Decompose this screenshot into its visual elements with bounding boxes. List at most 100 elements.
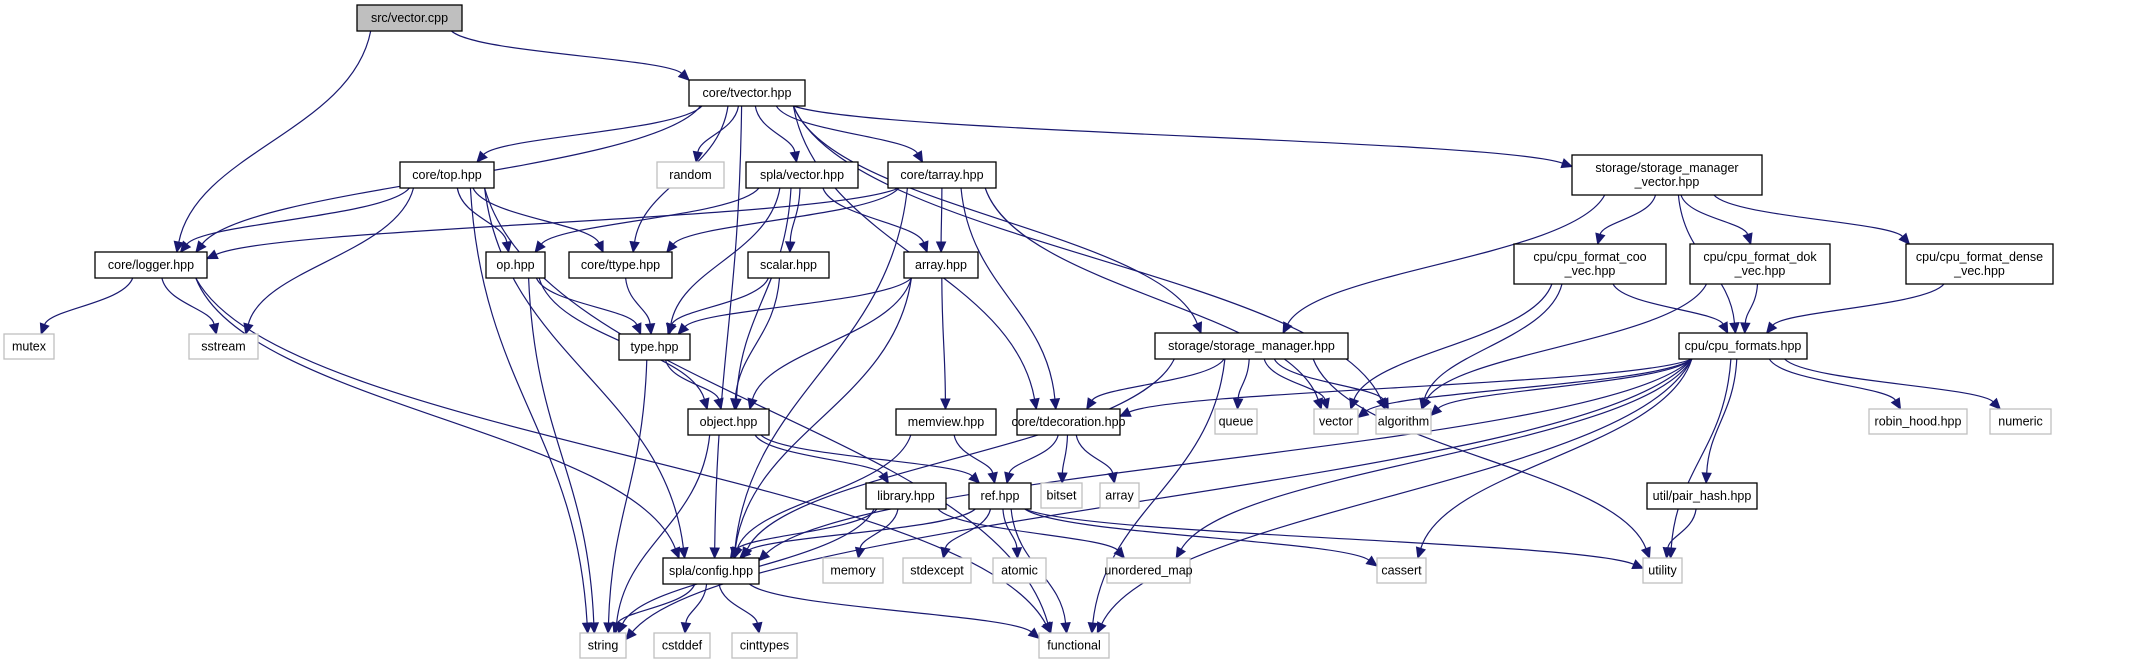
node-op[interactable]: op.hpp xyxy=(485,251,546,279)
arrowhead-icon xyxy=(747,397,758,411)
arrowhead-icon xyxy=(752,621,763,635)
node-box[interactable] xyxy=(618,333,691,361)
node-box xyxy=(1214,408,1258,435)
node-box[interactable] xyxy=(968,482,1032,510)
node-vector-cpp[interactable]: src/vector.cpp xyxy=(356,4,463,32)
node-coo[interactable]: cpu/cpu_format_coo_vec.hpp xyxy=(1513,243,1667,285)
node-smv[interactable]: storage/storage_manager_vector.hpp xyxy=(1571,154,1763,196)
edge-coo-to-algorithm xyxy=(1423,283,1563,400)
node-label: queue xyxy=(1219,415,1254,429)
node-box xyxy=(579,632,627,659)
arrowhead-icon xyxy=(677,69,690,81)
node-array-std: array xyxy=(1099,482,1140,509)
node-box[interactable] xyxy=(687,408,770,436)
node-memory: memory xyxy=(822,557,884,584)
node-algorithm: algorithm xyxy=(1375,408,1432,435)
node-box[interactable] xyxy=(1154,332,1349,360)
node-box xyxy=(653,632,711,659)
node-stdexcept: stdexcept xyxy=(902,557,972,584)
node-object[interactable]: object.hpp xyxy=(687,408,770,436)
edge-sm-to-queue xyxy=(1237,358,1250,400)
node-pair-hash[interactable]: util/pair_hash.hpp xyxy=(1646,482,1758,510)
node-library[interactable]: library.hpp xyxy=(865,482,947,510)
node-box[interactable] xyxy=(887,161,997,189)
edge-top-to-op xyxy=(456,187,508,243)
node-type[interactable]: type.hpp xyxy=(618,333,691,361)
node-box[interactable] xyxy=(1689,243,1831,285)
edge-smv-to-coo xyxy=(1599,194,1657,235)
node-box[interactable] xyxy=(1513,243,1667,285)
node-box[interactable] xyxy=(662,557,760,585)
node-tvector[interactable]: core/tvector.hpp xyxy=(688,79,806,107)
node-cpu-formats[interactable]: cpu/cpu_formats.hpp xyxy=(1678,332,1808,360)
node-logger[interactable]: core/logger.hpp xyxy=(94,251,208,279)
arrowhead-icon xyxy=(1192,321,1203,335)
node-box[interactable] xyxy=(1905,243,2054,285)
node-label: core/tarray.hpp xyxy=(900,168,983,182)
edge-sm-to-algorithm xyxy=(1273,358,1385,401)
node-box[interactable] xyxy=(903,251,979,279)
arrowhead-icon xyxy=(709,547,720,560)
node-box[interactable] xyxy=(485,251,546,279)
edge-tarray-to-array_hpp xyxy=(940,187,943,243)
arrowhead-icon xyxy=(1742,232,1753,246)
node-box[interactable] xyxy=(747,251,830,279)
node-box[interactable] xyxy=(745,161,859,189)
node-array-hpp[interactable]: array.hpp xyxy=(903,251,979,279)
node-tdecoration[interactable]: core/tdecoration.hpp xyxy=(1012,408,1126,436)
node-label: cassert xyxy=(1381,564,1422,578)
edge-cpu_formats-to-vector xyxy=(1365,358,1693,412)
edge-library-to-unordered_map xyxy=(937,508,1119,551)
node-box[interactable] xyxy=(399,161,495,189)
arrowhead-icon xyxy=(179,240,192,253)
edge-scalar-to-object xyxy=(734,277,781,400)
node-box[interactable] xyxy=(865,482,947,510)
node-box[interactable] xyxy=(1678,332,1808,360)
node-box[interactable] xyxy=(1571,154,1763,196)
edge-sm-to-utility xyxy=(1312,358,1647,549)
node-box xyxy=(1376,557,1427,584)
node-dense[interactable]: cpu/cpu_format_dense_vec.hpp xyxy=(1905,243,2054,285)
edge-cpu_formats-to-string xyxy=(632,358,1693,633)
arrowhead-icon xyxy=(612,621,623,635)
arrowhead-icon xyxy=(1282,321,1293,335)
node-box[interactable] xyxy=(895,408,997,436)
node-box[interactable] xyxy=(1016,408,1121,436)
edge-spla_vector-to-op xyxy=(540,187,760,245)
node-ref[interactable]: ref.hpp xyxy=(968,482,1032,510)
arrowhead-icon xyxy=(1004,471,1015,485)
arrowhead-icon xyxy=(699,397,710,411)
node-ttype[interactable]: core/ttype.hpp xyxy=(568,251,673,279)
arrowhead-icon xyxy=(1430,404,1443,417)
arrowhead-icon xyxy=(1118,407,1132,417)
node-memview[interactable]: memview.hpp xyxy=(895,408,997,436)
node-dok[interactable]: cpu/cpu_format_dok_vec.hpp xyxy=(1689,243,1831,285)
node-label: _vec.hpp xyxy=(1734,264,1786,278)
arrowhead-icon xyxy=(173,240,185,254)
edge-cpu_formats-to-utility xyxy=(1670,358,1732,549)
node-spla-vector[interactable]: spla/vector.hpp xyxy=(745,161,859,189)
arrowhead-icon xyxy=(1421,397,1432,411)
node-box[interactable] xyxy=(1646,482,1758,510)
node-box xyxy=(1375,408,1432,435)
node-label: _vec.hpp xyxy=(1564,264,1616,278)
node-config[interactable]: spla/config.hpp xyxy=(662,557,760,585)
node-tarray[interactable]: core/tarray.hpp xyxy=(887,161,997,189)
node-box[interactable] xyxy=(568,251,673,279)
node-label: storage/storage_manager.hpp xyxy=(1168,339,1335,353)
edge-spla_vector-to-type xyxy=(670,187,781,325)
node-sm[interactable]: storage/storage_manager.hpp xyxy=(1154,332,1349,360)
node-box[interactable] xyxy=(688,79,806,107)
arrowhead-icon xyxy=(666,322,677,336)
node-scalar[interactable]: scalar.hpp xyxy=(747,251,830,279)
node-label: stdexcept xyxy=(910,564,964,578)
arrowhead-icon xyxy=(593,240,604,254)
node-box[interactable] xyxy=(94,251,208,279)
node-box xyxy=(1038,632,1110,659)
edge-spla_vector-to-scalar xyxy=(789,187,801,243)
node-box[interactable] xyxy=(356,4,463,32)
edge-sm-to-config xyxy=(746,358,1175,550)
arrowhead-icon xyxy=(789,150,800,164)
edge-dok-to-algorithm xyxy=(1425,283,1708,401)
node-top[interactable]: core/top.hpp xyxy=(399,161,495,189)
